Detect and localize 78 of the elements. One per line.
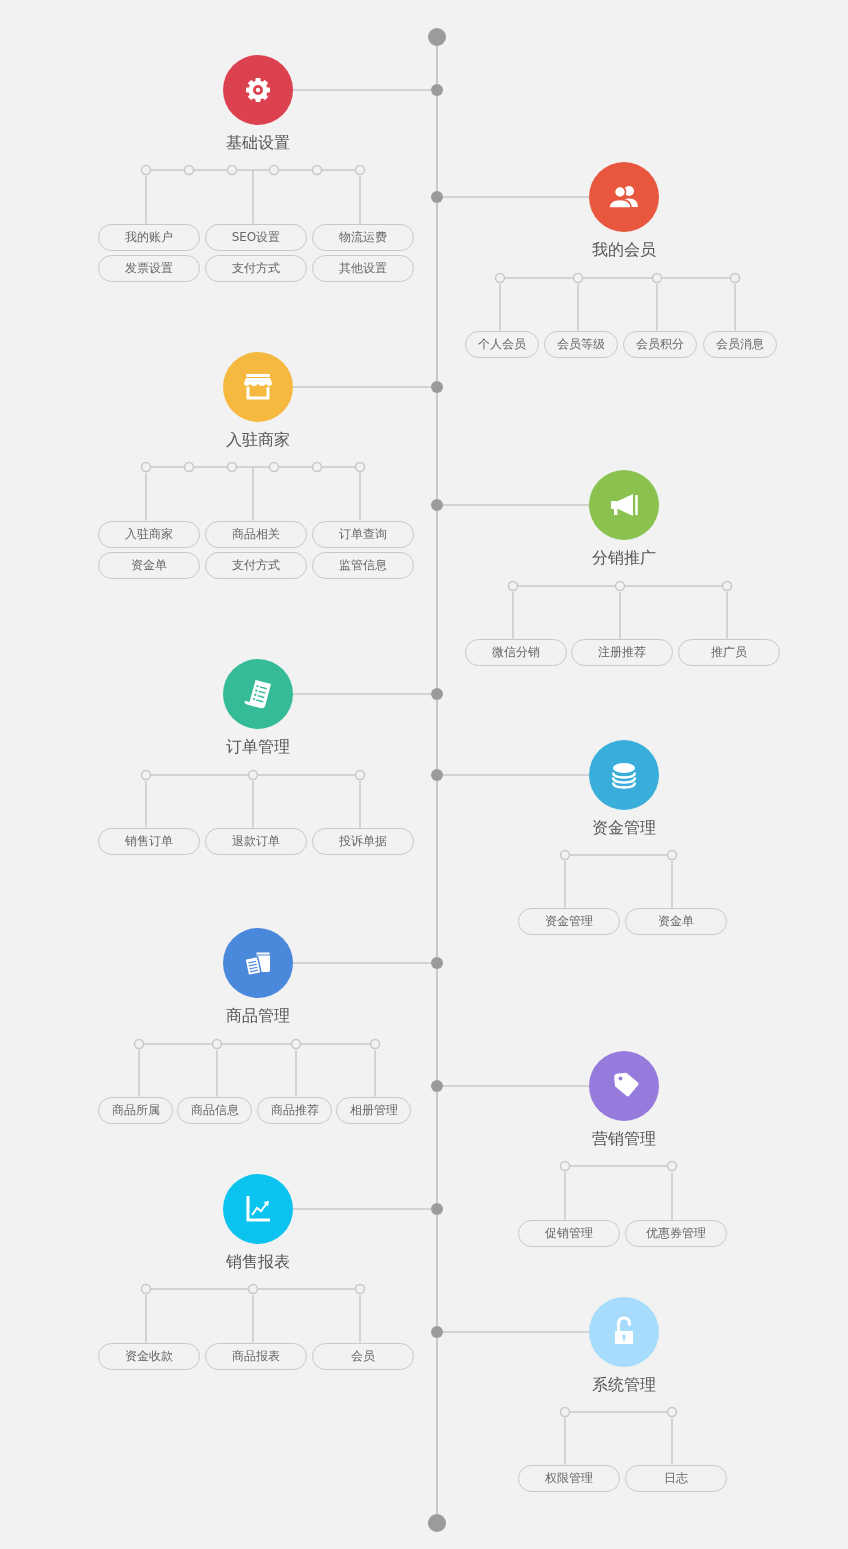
menu-pill: 会员消息 xyxy=(703,330,777,358)
menu-pill: 退款订单 xyxy=(205,827,307,855)
branch-bar xyxy=(559,849,678,861)
menu-pill: 销售订单 xyxy=(98,827,200,855)
branch-bar xyxy=(507,580,733,592)
branch-bar xyxy=(559,1160,678,1172)
category-title: 我的会员 xyxy=(592,240,656,260)
timeline-dot xyxy=(431,957,443,969)
category-title: 资金管理 xyxy=(592,818,656,838)
menu-pill: 资金收款 xyxy=(98,1342,200,1370)
menu-pill: 优惠券管理 xyxy=(625,1219,727,1247)
timeline-line xyxy=(436,202,438,382)
branch-bar xyxy=(494,272,741,284)
menu-pill: 商品推荐 xyxy=(257,1096,332,1124)
menu-pill: 订单查询 xyxy=(312,520,414,548)
timeline-line xyxy=(436,45,438,85)
branch-bar xyxy=(140,164,366,176)
menu-pill: 权限管理 xyxy=(518,1464,620,1492)
menu-pill: 促销管理 xyxy=(518,1219,620,1247)
menu-pill: 资金单 xyxy=(625,907,727,935)
timeline-line xyxy=(436,392,438,500)
timeline-line xyxy=(436,1091,438,1204)
branch-bar xyxy=(140,769,366,781)
timeline-line xyxy=(436,780,438,958)
menu-pill: 微信分销 xyxy=(465,638,567,666)
timeline-dot xyxy=(431,381,443,393)
timeline-line xyxy=(436,95,438,192)
menu-pill: 推广员 xyxy=(678,638,780,666)
timeline-dot xyxy=(431,499,443,511)
timeline-dot xyxy=(431,1203,443,1215)
timeline-dot xyxy=(431,1080,443,1092)
menu-pill: 会员等级 xyxy=(544,330,618,358)
branch-bar xyxy=(140,1283,366,1295)
category-title: 入驻商家 xyxy=(226,430,290,450)
timeline-dot xyxy=(431,769,443,781)
menu-pill: 会员积分 xyxy=(623,330,697,358)
menu-pill: 支付方式 xyxy=(205,254,307,282)
menu-pill: 相册管理 xyxy=(336,1096,411,1124)
category-title: 基础设置 xyxy=(226,133,290,153)
menu-pill: 商品信息 xyxy=(177,1096,252,1124)
menu-pill: 支付方式 xyxy=(205,551,307,579)
menu-pill: 个人会员 xyxy=(465,330,539,358)
menu-pill: 资金单 xyxy=(98,551,200,579)
menu-pill: 资金管理 xyxy=(518,907,620,935)
timeline-line xyxy=(436,699,438,770)
menu-pill: 其他设置 xyxy=(312,254,414,282)
menu-pill: SEO设置 xyxy=(205,223,307,251)
category-title: 分销推广 xyxy=(592,548,656,568)
category-title: 商品管理 xyxy=(226,1006,290,1026)
branch-bar xyxy=(559,1406,678,1418)
menu-pill: 物流运费 xyxy=(312,223,414,251)
timeline-dot xyxy=(431,84,443,96)
menu-pill: 入驻商家 xyxy=(98,520,200,548)
menu-pill: 投诉单据 xyxy=(312,827,414,855)
timeline-end-dot xyxy=(428,1514,446,1532)
timeline-line xyxy=(436,968,438,1081)
timeline-dot xyxy=(431,191,443,203)
menu-pill: 发票设置 xyxy=(98,254,200,282)
category-title: 系统管理 xyxy=(592,1375,656,1395)
timeline-line xyxy=(436,510,438,689)
timeline-dot xyxy=(431,1326,443,1338)
category-title: 营销管理 xyxy=(592,1129,656,1149)
category-title: 订单管理 xyxy=(226,737,290,757)
branch-bar xyxy=(140,461,366,473)
menu-pill: 我的账户 xyxy=(98,223,200,251)
timeline-line xyxy=(436,1337,438,1515)
category-title: 销售报表 xyxy=(226,1252,290,1272)
menu-pill: 会员 xyxy=(312,1342,414,1370)
branch-bar xyxy=(133,1038,381,1050)
timeline-end-dot xyxy=(428,28,446,46)
menu-pill: 监管信息 xyxy=(312,551,414,579)
menu-pill: 日志 xyxy=(625,1464,727,1492)
timeline-line xyxy=(436,1214,438,1327)
menu-pill: 商品报表 xyxy=(205,1342,307,1370)
menu-pill: 商品所属 xyxy=(98,1096,173,1124)
timeline-dot xyxy=(431,688,443,700)
menu-pill: 商品相关 xyxy=(205,520,307,548)
menu-pill: 注册推荐 xyxy=(571,638,673,666)
